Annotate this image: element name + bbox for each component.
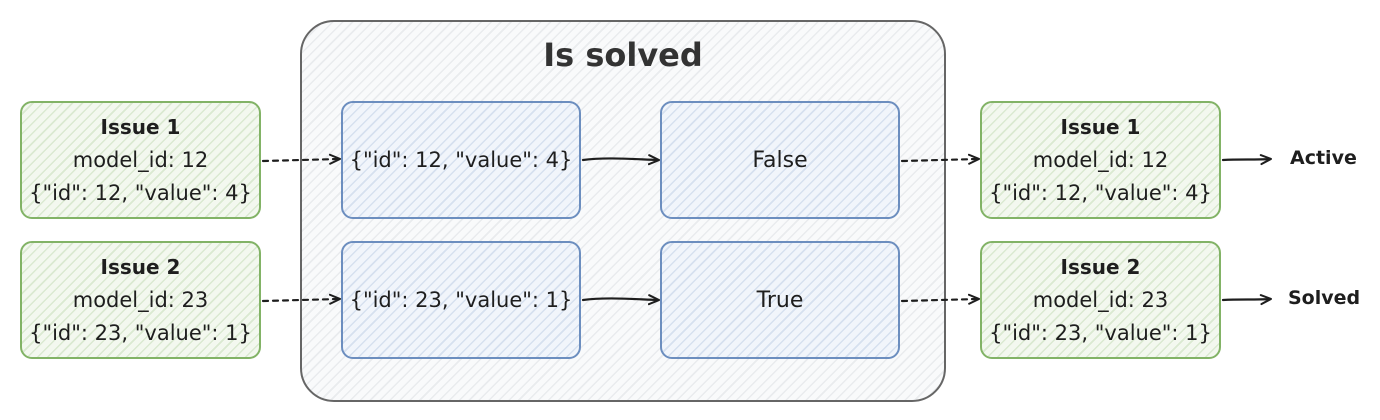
arrow-result-2-to-output bbox=[900, 293, 980, 305]
issue-payload: {"id": 12, "value": 4} bbox=[989, 180, 1212, 205]
issue-payload: {"id": 23, "value": 1} bbox=[29, 320, 252, 345]
status-label-solved: Solved bbox=[1288, 287, 1361, 309]
result-step-1: False bbox=[660, 101, 900, 219]
issue-payload: {"id": 23, "value": 1} bbox=[989, 320, 1212, 345]
result-text: False bbox=[752, 147, 808, 173]
issue-model-id: model_id: 23 bbox=[1032, 287, 1169, 312]
issue-payload: {"id": 12, "value": 4} bbox=[29, 180, 252, 205]
container-title: Is solved bbox=[543, 36, 703, 74]
issue-title: Issue 2 bbox=[100, 254, 181, 279]
input-issue-2: Issue 2 model_id: 23 {"id": 23, "value":… bbox=[20, 241, 261, 359]
output-issue-2: Issue 2 model_id: 23 {"id": 23, "value":… bbox=[980, 241, 1221, 359]
arrow-payload-2-to-result bbox=[581, 294, 660, 306]
result-step-2: True bbox=[660, 241, 900, 359]
arrow-payload-1-to-result bbox=[581, 154, 660, 166]
arrow-input-2-to-payload bbox=[261, 293, 341, 305]
issue-model-id: model_id: 23 bbox=[72, 287, 209, 312]
payload-step-1: {"id": 12, "value": 4} bbox=[341, 101, 581, 219]
payload-text: {"id": 23, "value": 1} bbox=[349, 288, 573, 312]
issue-title: Issue 1 bbox=[1060, 114, 1141, 139]
arrow-result-1-to-output bbox=[900, 153, 980, 165]
issue-title: Issue 1 bbox=[100, 114, 181, 139]
issue-model-id: model_id: 12 bbox=[1032, 147, 1169, 172]
result-text: True bbox=[756, 287, 804, 313]
arrow-output-2-to-status bbox=[1221, 294, 1272, 306]
issue-model-id: model_id: 12 bbox=[72, 147, 209, 172]
input-issue-1: Issue 1 model_id: 12 {"id": 12, "value":… bbox=[20, 101, 261, 219]
output-issue-1: Issue 1 model_id: 12 {"id": 12, "value":… bbox=[980, 101, 1221, 219]
payload-step-2: {"id": 23, "value": 1} bbox=[341, 241, 581, 359]
arrow-input-1-to-payload bbox=[261, 153, 341, 165]
arrow-output-1-to-status bbox=[1221, 154, 1272, 166]
status-label-active: Active bbox=[1290, 147, 1357, 169]
payload-text: {"id": 12, "value": 4} bbox=[349, 148, 573, 172]
issue-title: Issue 2 bbox=[1060, 254, 1141, 279]
